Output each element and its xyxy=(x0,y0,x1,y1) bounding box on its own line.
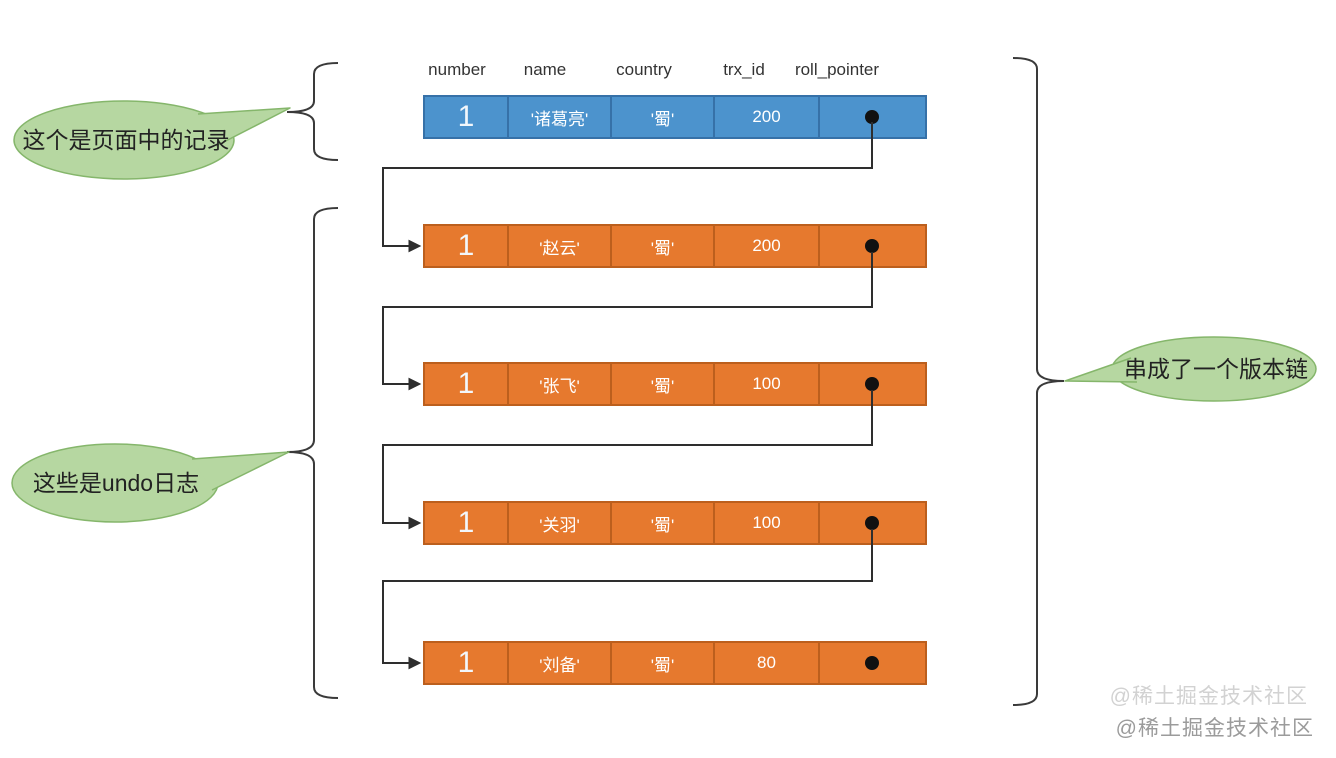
cell-trx-id: 80 xyxy=(713,643,818,683)
callout-undo-logs-label: 这些是undo日志 xyxy=(33,470,199,496)
cell-name: '张飞' xyxy=(507,364,610,404)
callout-version-chain: 串成了一个版本链 xyxy=(1064,336,1317,402)
brace-page-record xyxy=(286,62,339,161)
cell-number: 1 xyxy=(457,506,475,539)
brace-undo-logs xyxy=(286,207,339,699)
column-header-name: name xyxy=(523,60,567,79)
callout-undo-logs: 这些是undo日志 xyxy=(11,443,290,523)
cell-name: '赵云' xyxy=(507,226,610,266)
column-header-trx-id: trx_id xyxy=(723,60,765,79)
callout-page-record-label: 这个是页面中的记录 xyxy=(23,127,230,153)
cell-name: '刘备' xyxy=(507,643,610,683)
undo-log-row: 1 '赵云' '蜀' 200 xyxy=(423,224,927,268)
cell-roll-pointer xyxy=(818,643,925,683)
undo-log-row: 1 '刘备' '蜀' 80 xyxy=(423,641,927,685)
page-record-row: 1 '诸葛亮' '蜀' 200 xyxy=(423,95,927,139)
undo-log-row: 1 '关羽' '蜀' 100 xyxy=(423,501,927,545)
cell-name: '诸葛亮' xyxy=(507,97,610,137)
cell-roll-pointer xyxy=(818,364,925,404)
cell-number: 1 xyxy=(457,646,475,679)
callout-version-chain-label: 串成了一个版本链 xyxy=(1124,356,1308,382)
cell-roll-pointer xyxy=(818,97,925,137)
cell-name: '关羽' xyxy=(507,503,610,543)
cell-country: '蜀' xyxy=(610,364,713,404)
callout-page-record: 这个是页面中的记录 xyxy=(13,100,291,180)
cell-country: '蜀' xyxy=(610,503,713,543)
cell-number: 1 xyxy=(457,367,475,400)
column-header-number: number xyxy=(428,60,486,79)
watermark: @稀土掘金技术社区 xyxy=(1115,717,1314,740)
cell-number: 1 xyxy=(457,100,475,133)
cell-trx-id: 200 xyxy=(713,97,818,137)
column-header-roll-pointer: roll_pointer xyxy=(794,60,880,79)
brace-version-chain xyxy=(1012,57,1065,706)
cell-trx-id: 200 xyxy=(713,226,818,266)
cell-roll-pointer xyxy=(818,226,925,266)
cell-roll-pointer xyxy=(818,503,925,543)
cell-country: '蜀' xyxy=(610,226,713,266)
cell-country: '蜀' xyxy=(610,97,713,137)
cell-trx-id: 100 xyxy=(713,364,818,404)
watermark: @稀土掘金技术社区 xyxy=(1109,685,1308,708)
column-header-country: country xyxy=(616,60,672,79)
cell-number: 1 xyxy=(457,229,475,262)
undo-log-row: 1 '张飞' '蜀' 100 xyxy=(423,362,927,406)
cell-trx-id: 100 xyxy=(713,503,818,543)
cell-country: '蜀' xyxy=(610,643,713,683)
